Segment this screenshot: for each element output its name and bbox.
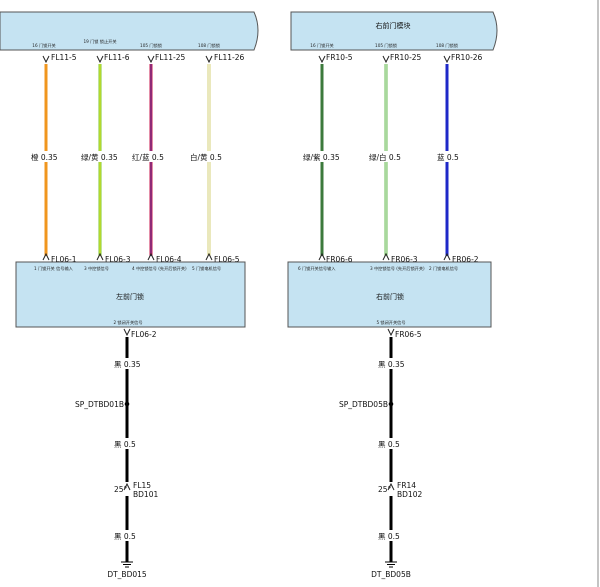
left-lock-module: [15, 261, 246, 328]
wire-labels: 橙 0.35 绿/黄 0.35 红/蓝 0.5 白/黄 0.5 绿/紫 0.35…: [30, 151, 460, 162]
lt-conn3: FL11-25: [155, 53, 186, 62]
gl-angle: 25°: [114, 485, 128, 494]
gr-angle: 25°: [378, 485, 392, 494]
gl-inline-arrow: [123, 482, 131, 491]
right-top-module: [290, 11, 498, 51]
gr-inline-top: FR14: [397, 481, 416, 490]
left-wires: [44, 64, 211, 256]
left-lock-bottom-pin: 2 锁闭开关信号: [113, 319, 142, 326]
top-pin-arrows: [42, 55, 451, 64]
rl-conn2: FR06-3: [391, 255, 418, 264]
rt-conn3: FR10-26: [451, 53, 483, 62]
ll-conn2: FL06-3: [105, 255, 131, 264]
wire-label-7: 蓝 0.5: [437, 152, 459, 162]
ll-conn1: FL06-1: [51, 255, 77, 264]
gl-splice: SP_DTBD01B: [75, 400, 124, 409]
rt-pin2-desc: 105 门锁锁: [375, 42, 398, 49]
wire-label-3: 红/蓝 0.5: [132, 152, 164, 162]
ll-pin4-desc: 5 门锁电机信号: [192, 265, 221, 272]
rl-pin3-desc: 2 门锁电机信号: [429, 265, 458, 272]
left-top-module: [0, 11, 259, 51]
wire-label-1: 橙 0.35: [31, 152, 58, 162]
gl-connector: FL06-2: [131, 330, 157, 339]
rt-pin1-desc: 16 门锁开关: [310, 42, 333, 49]
ll-conn3: FL06-4: [156, 255, 182, 264]
gr-inline-bottom: BD102: [397, 490, 422, 499]
lt-pin2-desc: 19 门锁 锁止开关: [83, 38, 116, 45]
ground-branch-left: FL06-2 黑 0.35 SP_DTBD01B 黑 0.5 25° FL15 …: [75, 328, 158, 579]
rt-conn2: FR10-25: [390, 53, 422, 62]
gr-ground-label: DT_BD05B: [371, 570, 411, 579]
wire-label-4: 白/黄 0.5: [190, 152, 222, 162]
rl-conn3: FR06-2: [452, 255, 479, 264]
gr-wire2: 黑 0.5: [378, 440, 400, 449]
rl-pin2-desc: 3 中控锁信号 (先开后锁开关): [370, 265, 425, 272]
rl-pin1-desc: 6 门锁开关信号输入: [298, 265, 336, 272]
gl-inline-top: FL15: [133, 481, 151, 490]
lt-pin4-desc: 108 门锁锁: [198, 42, 221, 49]
gr-ground-icon: [385, 561, 397, 568]
gl-arrow: [123, 328, 131, 337]
ll-pin3-desc: 4 中控锁信号 (先开后锁开关): [132, 265, 187, 272]
gl-wire2: 黑 0.5: [114, 440, 136, 449]
lt-conn4: FL11-26: [214, 53, 245, 62]
gr-inline-arrow: [387, 482, 395, 491]
ll-conn4: FL06-5: [214, 255, 240, 264]
right-top-module-title: 右前门模块: [376, 21, 411, 30]
gr-splice: SP_DTBD05B: [339, 400, 388, 409]
gl-ground-icon: [121, 561, 133, 568]
wire-label-6: 绿/白 0.5: [369, 152, 401, 162]
gr-splice-dot: [388, 401, 394, 407]
gr-connector: FR06-5: [395, 330, 422, 339]
rl-conn1: FR06-6: [326, 255, 353, 264]
lock-pin-arrows: [42, 252, 451, 261]
gl-splice-dot: [124, 401, 130, 407]
lt-conn2: FL11-6: [104, 53, 130, 62]
gl-wire1: 黑 0.35: [114, 360, 141, 369]
gr-wire3: 黑 0.5: [378, 532, 400, 541]
rt-pin3-desc: 108 门锁锁: [436, 42, 459, 49]
gl-wire3: 黑 0.5: [114, 532, 136, 541]
ll-pin1-desc: 1 门锁开关 信号输入: [34, 265, 74, 272]
gl-inline-bottom: BD101: [133, 490, 158, 499]
ll-pin2-desc: 3 中控锁信号: [84, 265, 109, 272]
right-lock-bottom-pin: 5 锁闭开关信号: [376, 319, 405, 326]
right-lock-title: 右前门锁: [376, 292, 404, 301]
left-lock-title: 左前门锁: [116, 292, 144, 301]
gl-ground-label: DT_BD015: [107, 570, 147, 579]
right-lock-module: [287, 261, 492, 328]
lt-conn1: FL11-5: [51, 53, 77, 62]
rt-conn1: FR10-5: [326, 53, 353, 62]
wire-label-2: 绿/黄 0.35: [81, 152, 118, 162]
gr-wire1: 黑 0.35: [378, 360, 405, 369]
gr-arrow: [387, 328, 395, 337]
lt-pin1-desc: 16 门锁开关: [32, 42, 55, 49]
lt-pin3-desc: 105 门锁锁: [140, 42, 163, 49]
wire-label-5: 绿/紫 0.35: [303, 153, 340, 162]
ground-branch-right: FR06-5 黑 0.35 SP_DTBD05B 黑 0.5 25° FR14 …: [339, 328, 422, 579]
